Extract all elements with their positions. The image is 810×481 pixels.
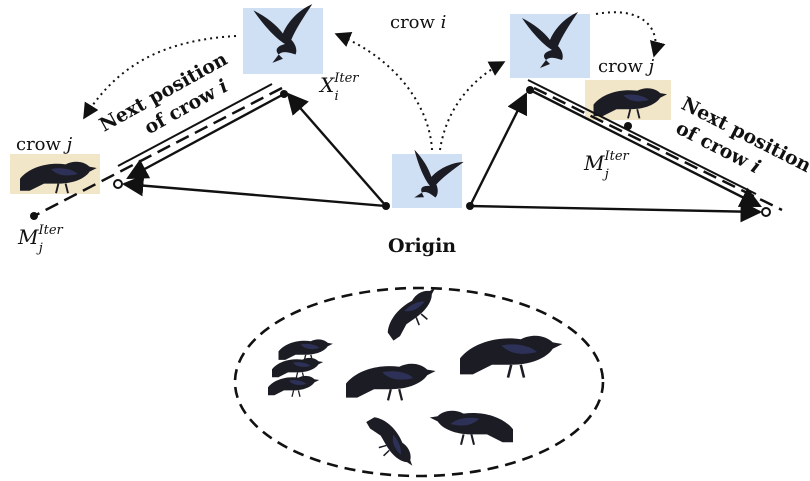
arrow-origin-to-left-next <box>121 174 387 208</box>
right-dashed-line <box>533 86 783 212</box>
arrow-mj-to-right-next <box>529 88 762 208</box>
flock-crow-bottom-center <box>363 409 418 477</box>
label-crow-i-top: crow i <box>390 12 446 33</box>
crow-i-top-photo-left <box>243 4 323 74</box>
crow-i-top-photo-right <box>510 12 590 78</box>
label-crow-j-left: crow j <box>16 134 73 155</box>
origin-crow-photo <box>392 144 464 210</box>
flock-ellipse <box>233 286 605 478</box>
left-parallel-line <box>117 83 273 167</box>
point-mj-right-lower <box>624 122 632 130</box>
flock-crow-center <box>344 362 437 402</box>
arrow-origin-to-mj-right <box>468 92 528 207</box>
dotted-arrow-to-top-left <box>334 32 433 151</box>
flock-crow-small-3 <box>267 375 320 398</box>
point-origin-left <box>382 202 390 210</box>
flock-crow-small-1 <box>277 338 334 363</box>
point-next-right <box>761 207 771 217</box>
point-xi <box>280 90 288 98</box>
point-origin-right <box>466 202 474 210</box>
crow-j-right-photo <box>585 80 671 120</box>
crow-j-left-photo <box>10 154 100 195</box>
flock-crows <box>267 283 564 477</box>
flock-crow-top <box>378 283 448 344</box>
arrow-origin-to-right-next <box>469 200 763 223</box>
right-parallel-line <box>527 79 757 195</box>
arrow-xi-to-left-next <box>126 92 285 180</box>
dotted-arrow-to-top-right <box>439 61 506 151</box>
flock-crow-bottom-right <box>428 409 515 446</box>
arrow-origin-to-xi <box>286 92 387 207</box>
left-dashed-line <box>33 86 283 218</box>
point-next-left <box>113 179 123 189</box>
dotted-arrow-right-arc <box>595 11 666 58</box>
flock-crow-big-right <box>458 334 564 379</box>
label-crow-j-right: crow j <box>598 56 655 77</box>
flock-crow-small-2 <box>271 357 324 380</box>
point-mj-left <box>30 212 38 220</box>
label-next-position-left: Next position of crow i <box>96 45 249 158</box>
dotted-arrow-left-arc <box>83 35 237 120</box>
label-origin: Origin <box>388 235 456 257</box>
point-mj-right <box>526 86 534 94</box>
